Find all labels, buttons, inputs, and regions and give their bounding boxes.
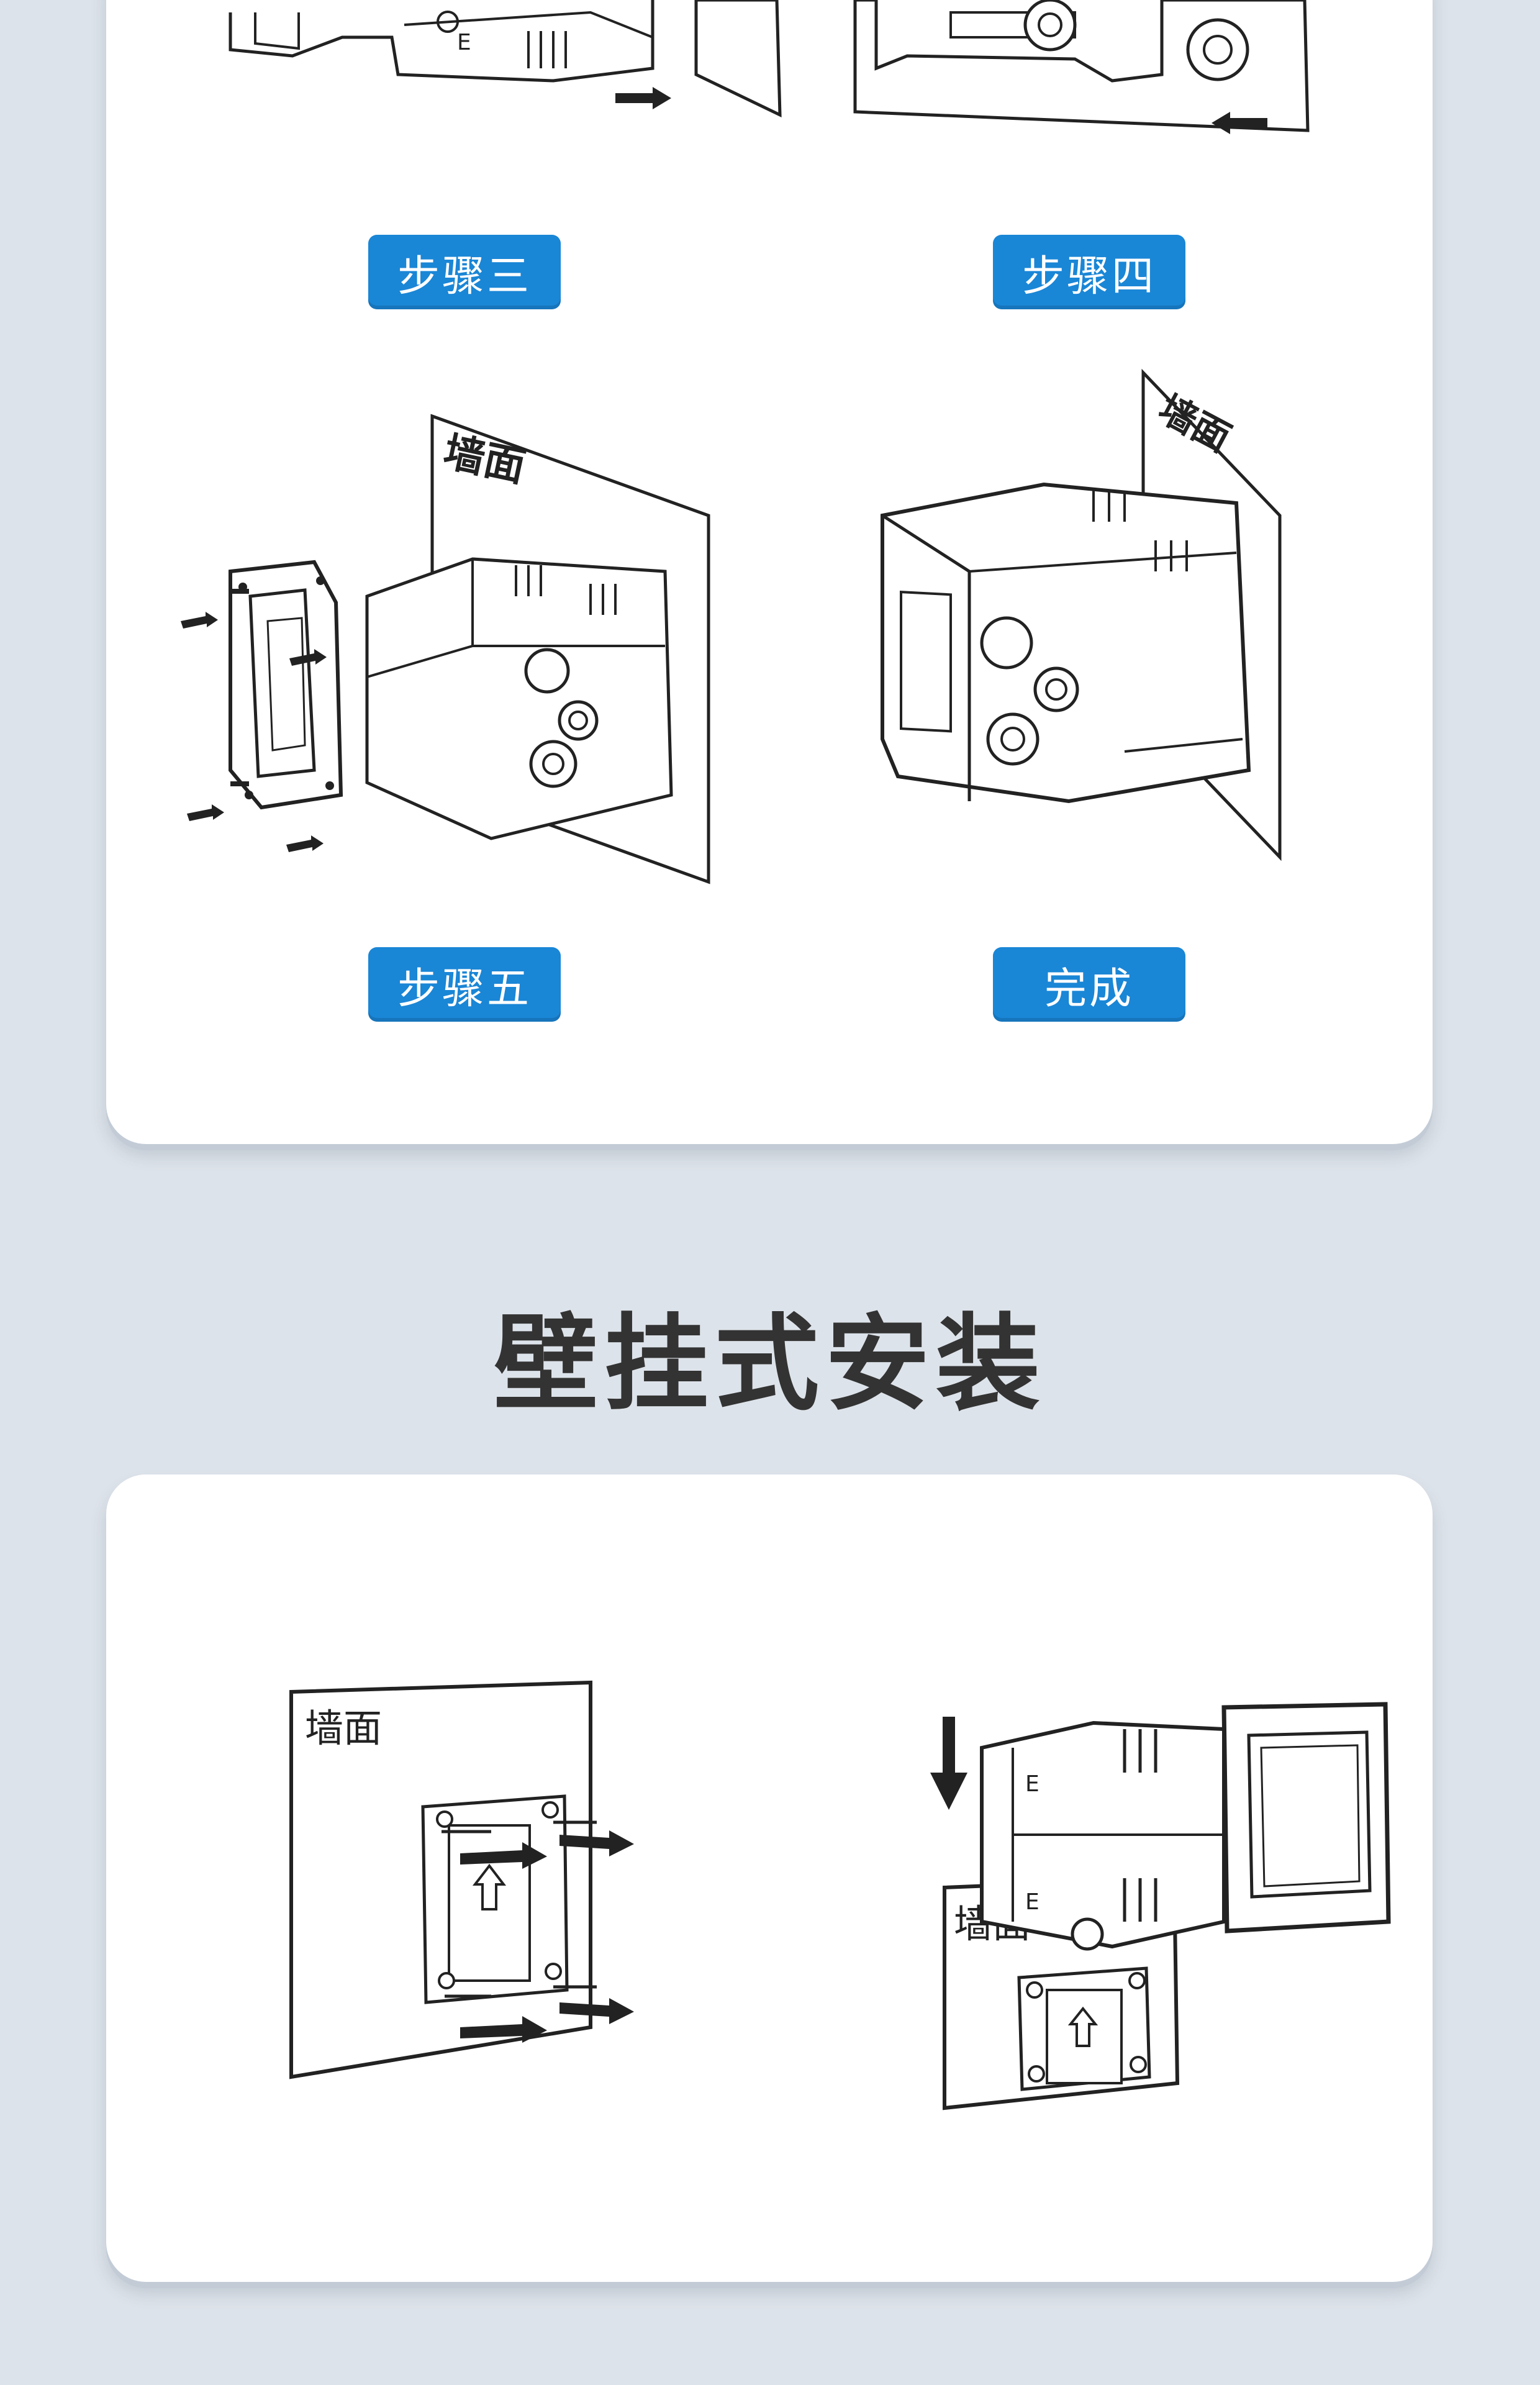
wall-bracket-illustration: 墙面 — [286, 1679, 659, 2083]
step-5-illustration: 墙面 — [181, 410, 827, 907]
wall-mount-card: 墙面 — [106, 1474, 1433, 2282]
device-mount-illustration: 墙面 E E — [851, 1574, 1410, 2133]
complete-badge: 完成 — [993, 947, 1185, 1022]
svg-text:E: E — [457, 30, 471, 55]
steps-card: E 步骤三 步骤四 墙面 — [106, 0, 1433, 1144]
step-4-badge: 步骤四 — [993, 235, 1185, 309]
svg-text:E: E — [1025, 1771, 1040, 1797]
step-5-badge: 步骤五 — [368, 947, 561, 1022]
wall-label-left: 墙面 — [305, 1706, 382, 1751]
step-3-badge: 步骤三 — [368, 235, 561, 309]
svg-text:E: E — [1025, 1889, 1040, 1915]
complete-illustration: 墙面 — [864, 366, 1410, 863]
step-4-illustration — [851, 0, 1323, 143]
step-3-illustration: E — [218, 0, 795, 124]
section-title: 壁挂式安装 — [494, 1303, 1046, 1425]
